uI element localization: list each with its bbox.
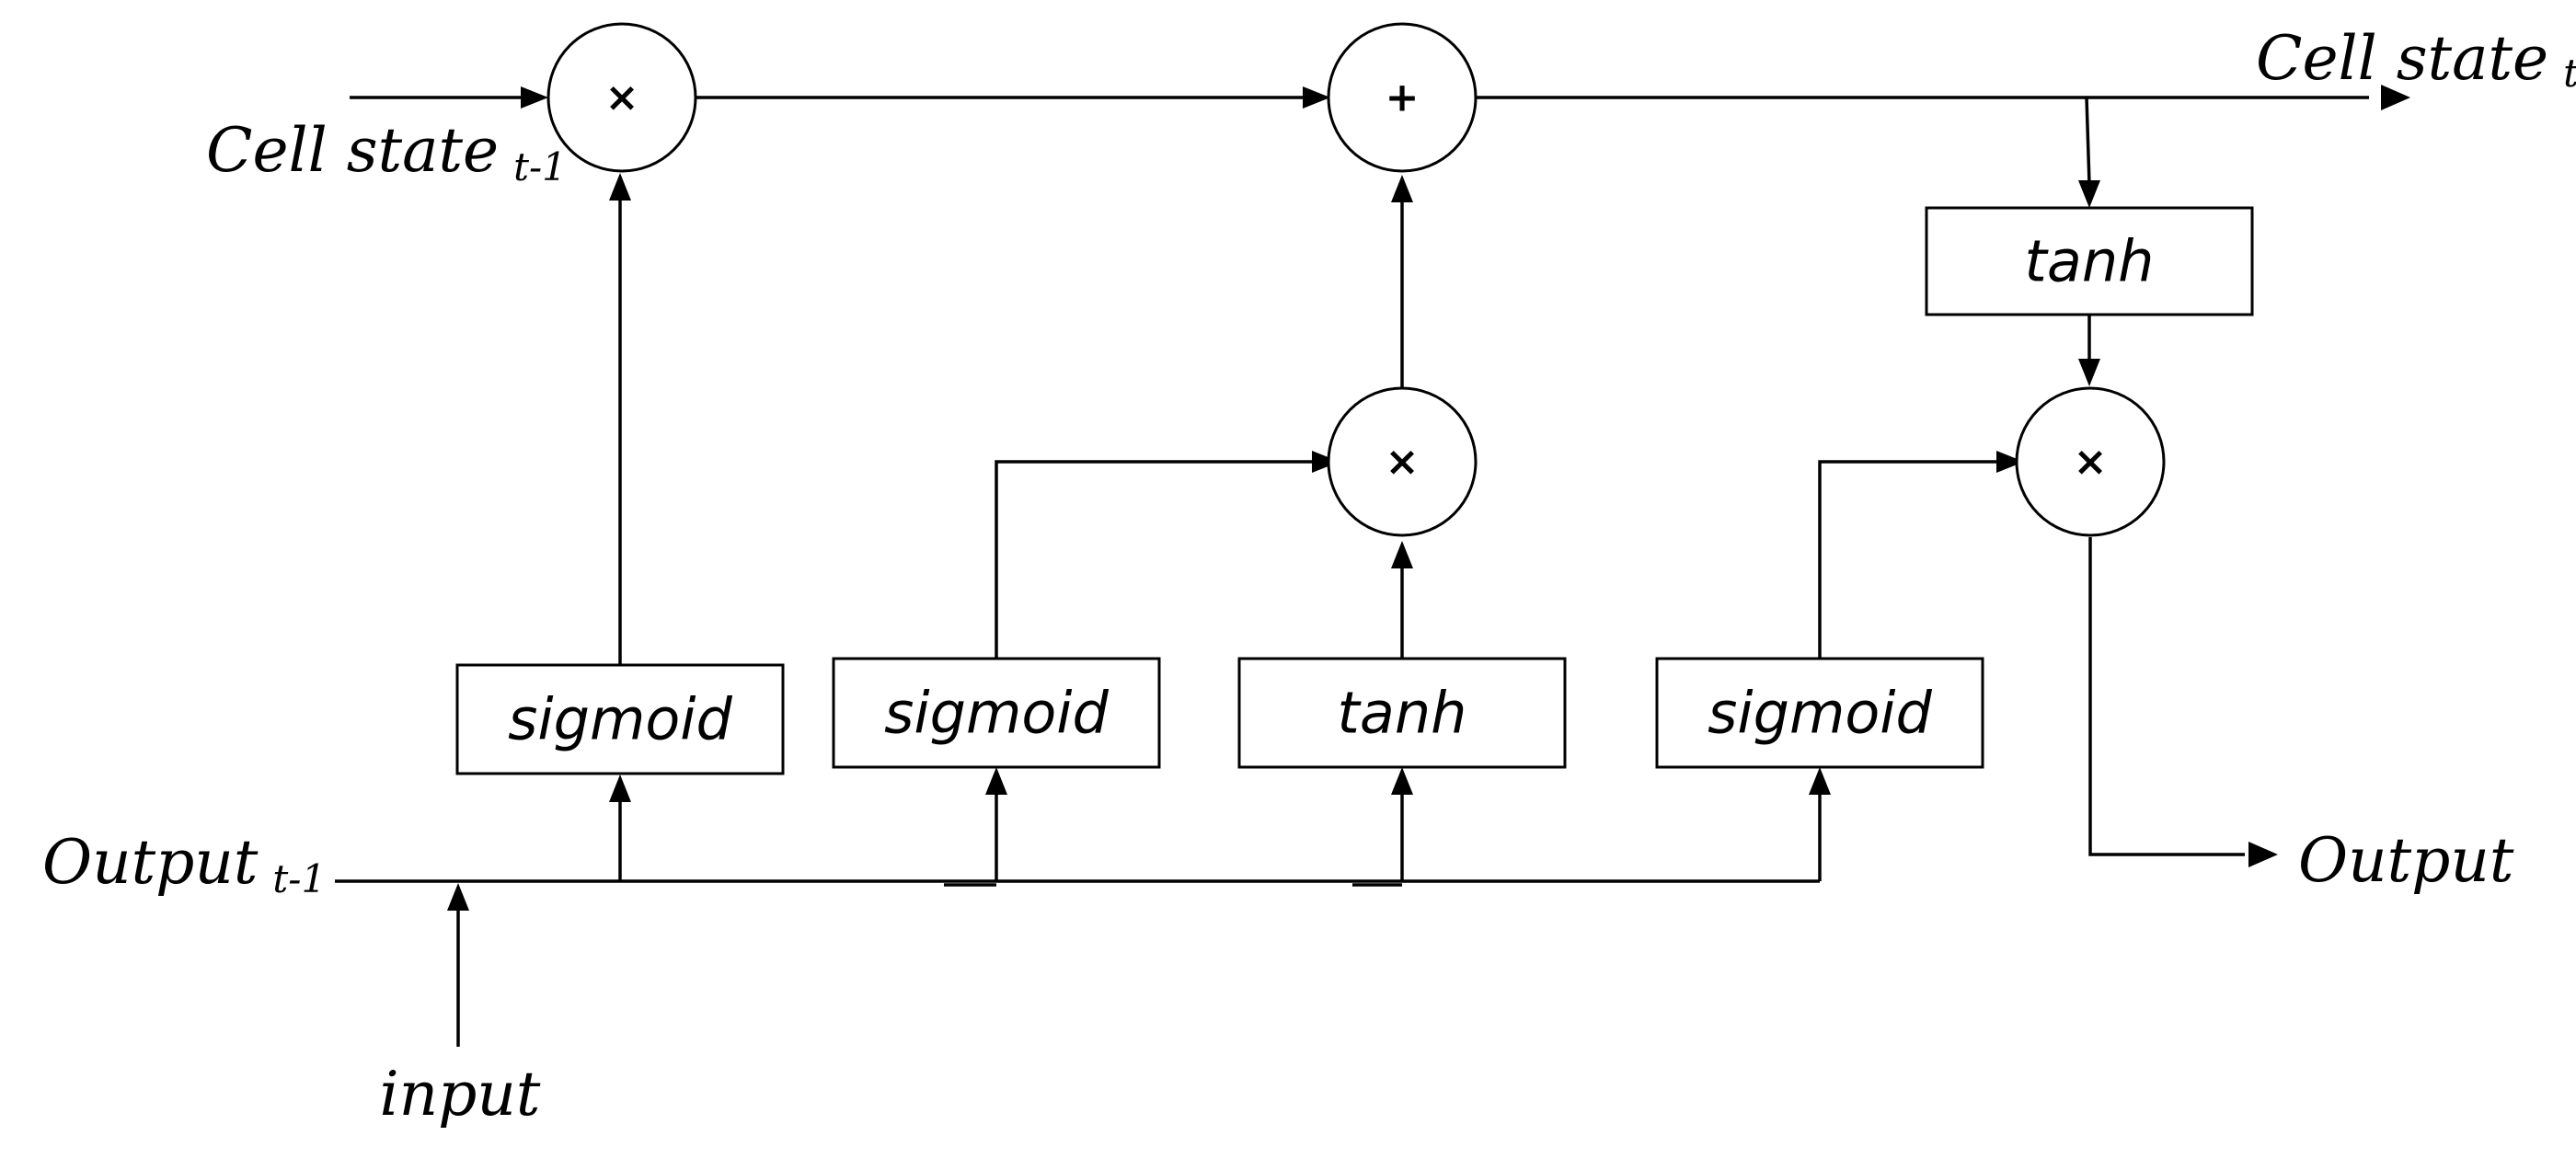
forget-gate-label: sigmoid: [508, 686, 732, 753]
multiply-operator: ×: [1386, 439, 1420, 486]
output-gate-box: sigmoid: [1655, 657, 1984, 769]
input-multiply-node: ×: [1327, 386, 1478, 537]
arrowheads: [447, 85, 2410, 911]
forget-gate-box: sigmoid: [455, 663, 785, 775]
input-gate-label: sigmoid: [884, 680, 1109, 747]
cell-tanh-label: tanh: [2025, 228, 2155, 295]
add-operator: +: [1386, 75, 1420, 121]
cell-tanh-box: tanh: [1925, 206, 2254, 316]
output-label: Output: [2298, 825, 2514, 896]
multiply-operator: ×: [2074, 439, 2108, 486]
input-gate-box: sigmoid: [832, 657, 1161, 769]
forget-multiply-node: ×: [546, 22, 697, 173]
connection-lines: [335, 96, 2369, 1047]
input-label: input: [380, 1059, 541, 1130]
candidate-gate-label: tanh: [1338, 680, 1467, 747]
output-multiply-node: ×: [2015, 386, 2166, 537]
cell-add-node: +: [1327, 22, 1478, 173]
multiply-operator: ×: [605, 75, 639, 121]
output-gate-label: sigmoid: [1708, 680, 1932, 747]
candidate-gate-box: tanh: [1237, 657, 1567, 769]
